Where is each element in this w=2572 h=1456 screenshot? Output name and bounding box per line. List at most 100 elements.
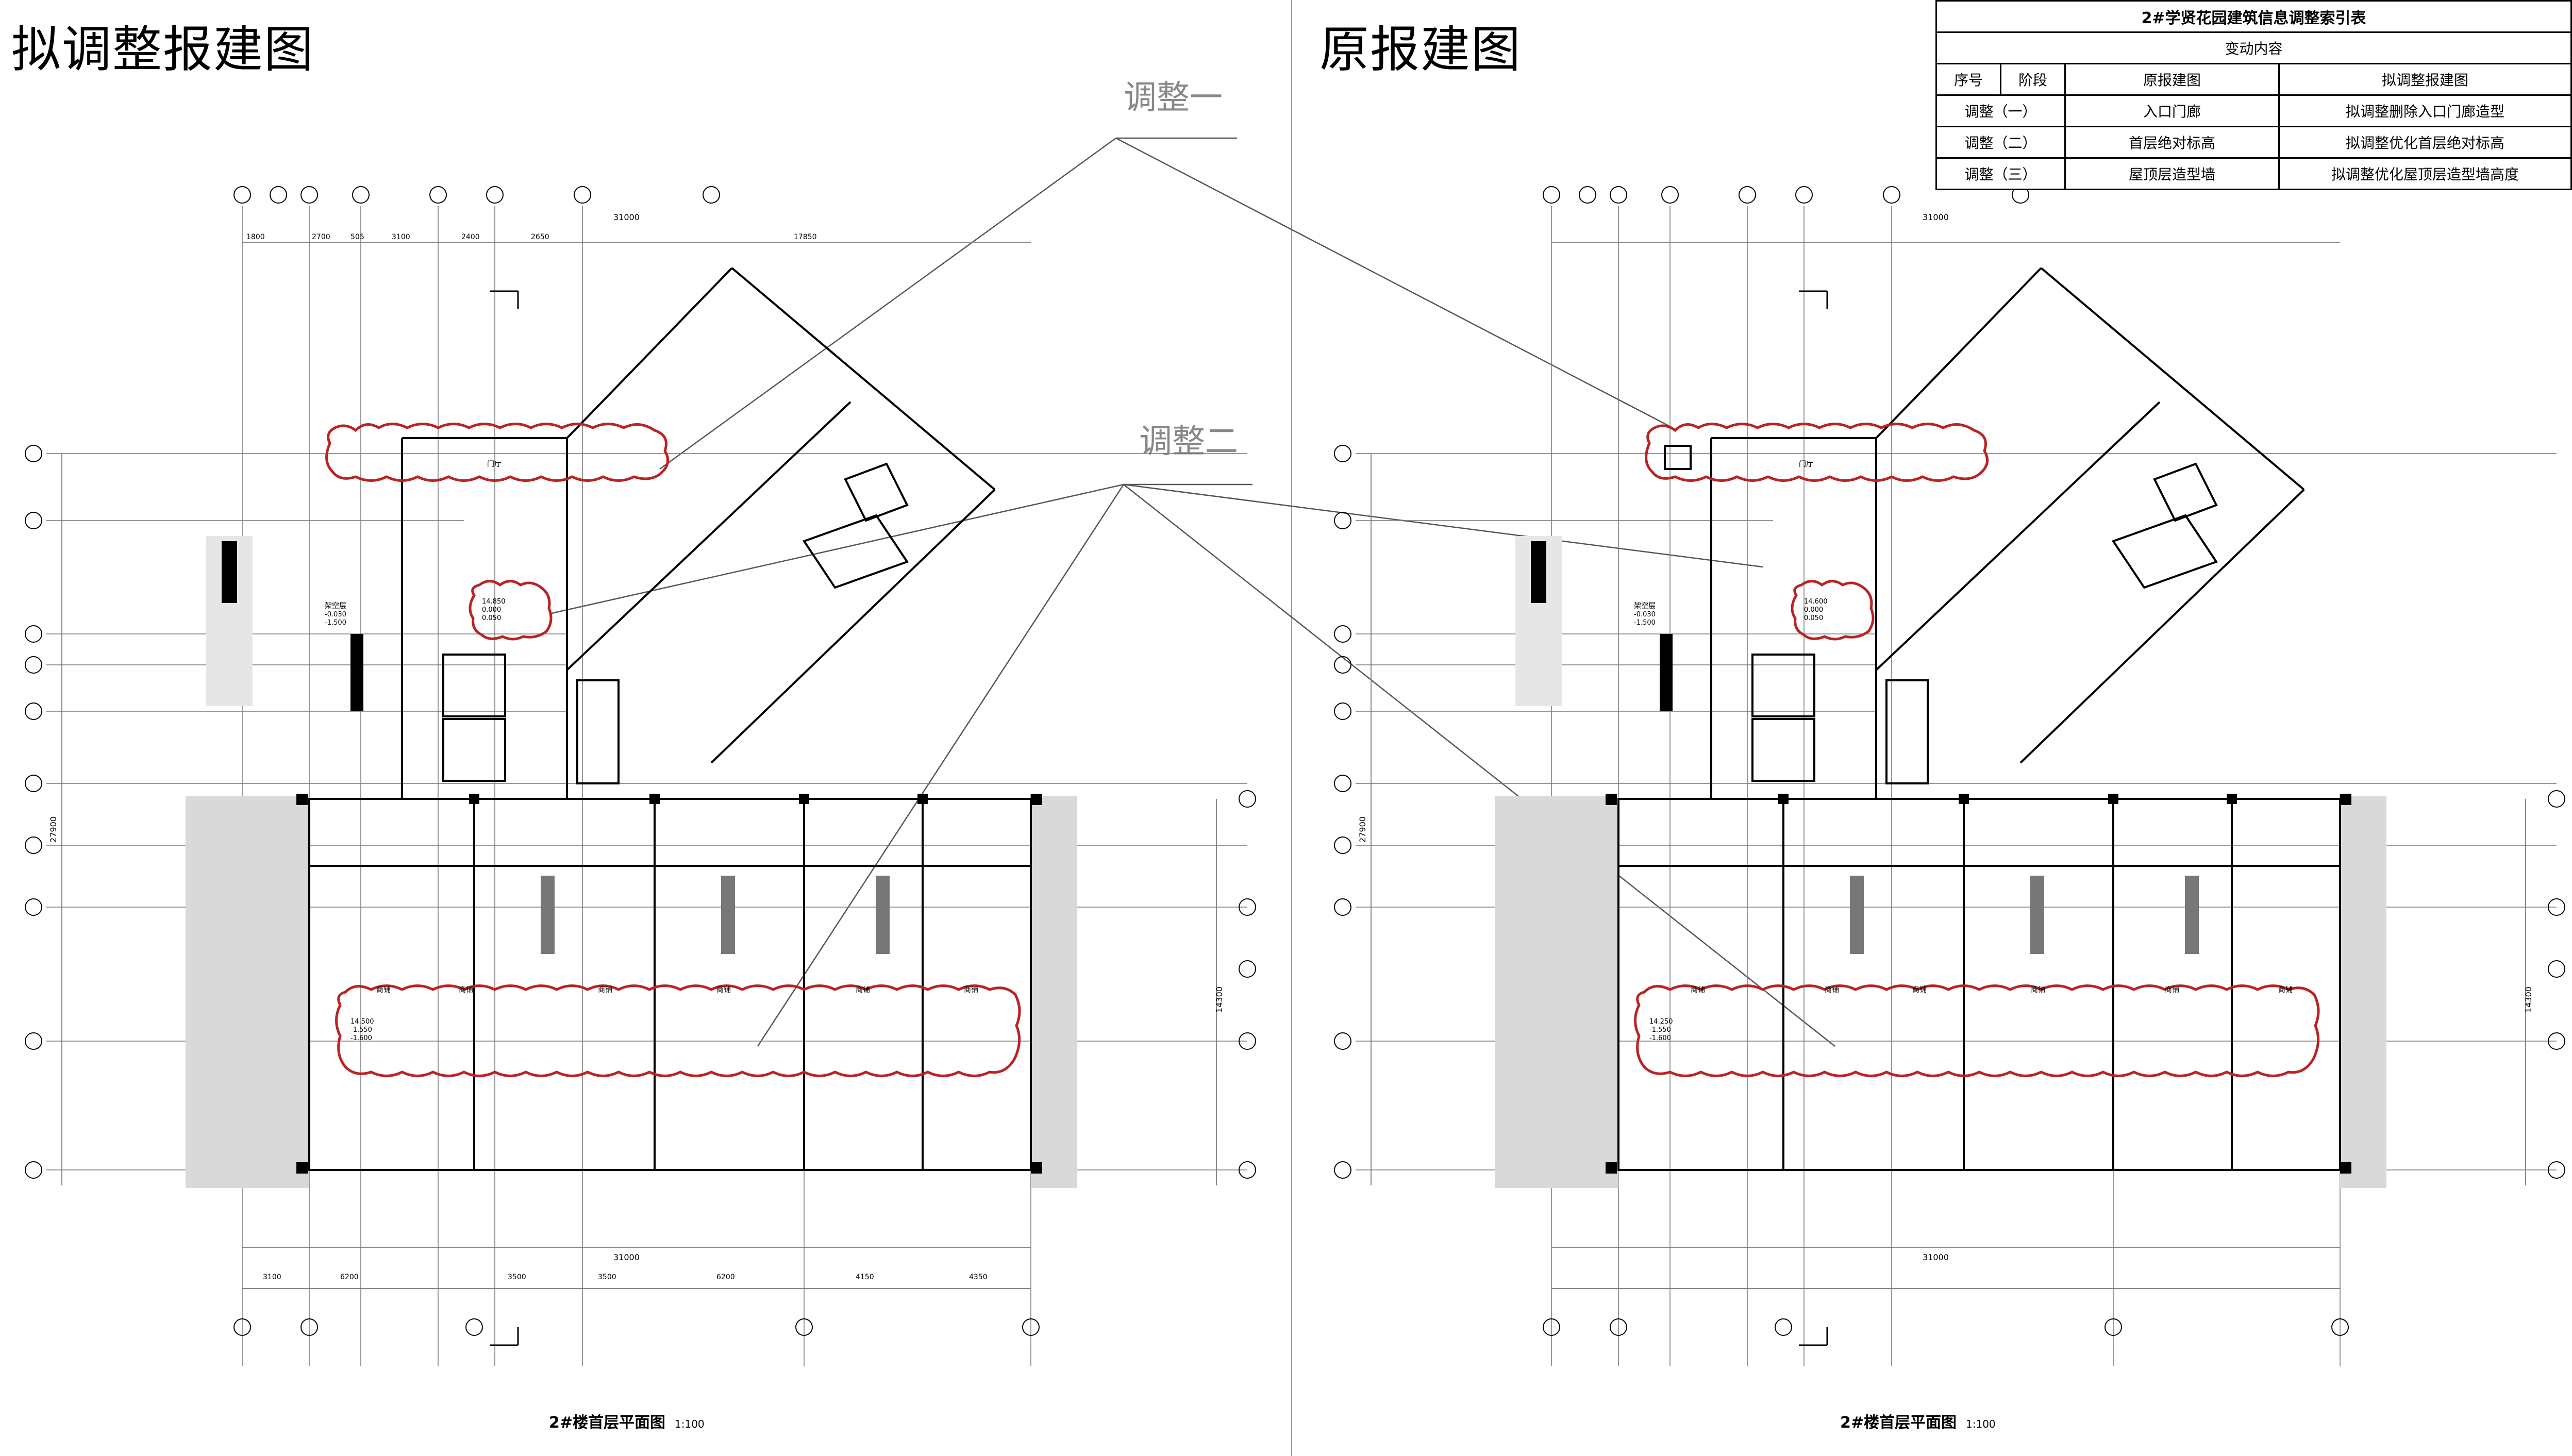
right-shop-label-1: 商铺 — [1691, 986, 1705, 994]
left-title: 拟调整报建图 — [11, 21, 314, 78]
left-top-dims-4: 3100 — [392, 233, 410, 241]
right-dim-total-top: 31000 — [1923, 212, 1949, 222]
left-bottom-dim-4: 3500 — [598, 1273, 616, 1281]
left-plan-caption: 2#楼首层平面图 1:100 — [549, 1410, 705, 1432]
top-dim: 2700 — [312, 233, 330, 241]
table-cell: 调整（一） — [1935, 94, 2066, 127]
caption-text: 2#楼首层平面图 — [1840, 1414, 1957, 1432]
left-bottom-dim-1: 3100 — [263, 1273, 281, 1281]
right-shop-label-6: 商铺 — [2278, 986, 2293, 994]
level-value: 0.050 — [482, 614, 502, 622]
adjustment-index-table: 2#学贤花园建筑信息调整索引表 变动内容 序号 阶段 原报建图 拟调整报建图 调… — [1935, 0, 2572, 190]
table-cell: 首层绝对标高 — [2064, 126, 2280, 159]
right-lobby-label: 门厅 — [1799, 460, 1813, 468]
table-cell: 屋顶层造型墙 — [2064, 157, 2280, 190]
left-overhead-level: -0.030 -1.500 — [325, 611, 346, 627]
left-bottom-dim-5: 6200 — [716, 1273, 735, 1281]
right-shop-label-4: 商铺 — [2031, 986, 2045, 994]
table-header: 阶段 — [2000, 63, 2066, 96]
level-value: -1.550 — [1649, 1026, 1671, 1034]
right-dim-total-left: 27900 — [1357, 816, 1367, 843]
right-shop-level: 14.250 -1.550 -1.600 — [1649, 1018, 1673, 1043]
left-top-dims-6: 2650 — [531, 233, 549, 241]
level-value: 0.050 — [1804, 614, 1824, 622]
left-top-dims-5: 2400 — [461, 233, 480, 241]
table-section: 变动内容 — [1935, 31, 2572, 64]
right-shop-label-5: 商铺 — [2165, 986, 2179, 994]
table-cell: 拟调整优化首层绝对标高 — [2278, 126, 2572, 159]
table-row: 调整（一） 入口门廊 拟调整删除入口门廊造型 — [1935, 94, 2572, 127]
level-value: -1.550 — [350, 1026, 372, 1034]
left-bottom-dim-2: 6200 — [340, 1273, 359, 1281]
level-value: -1.500 — [1634, 619, 1656, 627]
annotation-adjust-1: 调整一 — [1124, 79, 1223, 117]
table-row: 调整（二） 首层绝对标高 拟调整优化首层绝对标高 — [1935, 126, 2572, 159]
right-dim-total-bottom: 31000 — [1923, 1252, 1949, 1262]
left-dim-total-top: 31000 — [613, 212, 640, 222]
table-cell: 调整（三） — [1935, 157, 2066, 190]
divider-line — [1291, 0, 1292, 1456]
level-value: 14.250 — [1649, 1018, 1673, 1026]
level-value: 14.600 — [1804, 598, 1828, 606]
level-value: -0.030 — [325, 611, 346, 618]
level-value: 14.500 — [350, 1018, 374, 1026]
left-shop-label-2: 商铺 — [459, 986, 473, 994]
right-overhead-level: -0.030 -1.500 — [1634, 611, 1656, 627]
left-dim-total-left: 27900 — [48, 816, 58, 843]
right-shop-label-3: 商铺 — [1912, 986, 1927, 994]
left-bottom-dim-7: 4350 — [969, 1273, 988, 1281]
table-cell: 入口门廊 — [2064, 94, 2280, 127]
left-floor-plan — [25, 186, 1256, 1366]
caption-scale: 1:100 — [675, 1418, 705, 1430]
left-top-dims-3: 505 — [350, 233, 364, 241]
right-shop-label-2: 商铺 — [1825, 986, 1839, 994]
left-lobby-level: 14.850 0.000 0.050 — [482, 598, 506, 623]
level-value: -1.500 — [325, 619, 346, 627]
left-lobby-label: 门厅 — [487, 460, 502, 468]
right-dim-total-right: 14300 — [2523, 986, 2533, 1013]
left-top-dims-2: 2700 — [312, 233, 330, 241]
table-cell: 拟调整删除入口门廊造型 — [2278, 94, 2572, 127]
table-cell: 调整（二） — [1935, 126, 2066, 159]
level-value: 0.000 — [1804, 606, 1824, 614]
top-dim: 2650 — [531, 233, 549, 241]
level-value: -0.030 — [1634, 611, 1656, 618]
left-shop-label-3: 商铺 — [598, 986, 612, 994]
top-dim: 17850 — [794, 233, 817, 241]
left-dim-total-bottom: 31000 — [613, 1252, 640, 1262]
table-row: 调整（三） 屋顶层造型墙 拟调整优化屋顶层造型墙高度 — [1935, 157, 2572, 190]
top-dim: 3100 — [392, 233, 410, 241]
level-value: -1.600 — [350, 1034, 372, 1042]
left-bottom-dim-6: 4150 — [856, 1273, 874, 1281]
left-overhead-label: 架空层 — [325, 602, 346, 610]
right-lobby-level: 14.600 0.000 0.050 — [1804, 598, 1828, 623]
right-plan-caption: 2#楼首层平面图 1:100 — [1840, 1410, 1996, 1432]
left-shop-label-5: 商铺 — [856, 986, 870, 994]
left-top-dims-7: 17850 — [794, 233, 817, 241]
level-value: -1.600 — [1649, 1034, 1671, 1042]
left-bottom-dim-3: 3500 — [508, 1273, 526, 1281]
level-value: 14.850 — [482, 598, 506, 606]
caption-scale: 1:100 — [1966, 1418, 1996, 1430]
left-dim-total-right: 14300 — [1214, 986, 1224, 1013]
table-header: 序号 — [1935, 63, 2001, 96]
right-title: 原报建图 — [1320, 21, 1522, 78]
table-header: 拟调整报建图 — [2278, 63, 2572, 96]
table-title: 2#学贤花园建筑信息调整索引表 — [1935, 0, 2572, 33]
level-value: 0.000 — [482, 606, 502, 614]
table-cell: 拟调整优化屋顶层造型墙高度 — [2278, 157, 2572, 190]
left-shop-level: 14.500 -1.550 -1.600 — [350, 1018, 374, 1043]
caption-text: 2#楼首层平面图 — [549, 1414, 666, 1432]
top-dim: 1800 — [246, 233, 265, 241]
right-floor-plan — [1334, 186, 2565, 1366]
left-shop-label-6: 商铺 — [964, 986, 978, 994]
table-header: 原报建图 — [2064, 63, 2280, 96]
top-dim: 2400 — [461, 233, 480, 241]
right-overhead-label: 架空层 — [1634, 602, 1656, 610]
left-top-dims: 1800 — [246, 233, 265, 241]
annotation-adjust-2: 调整二 — [1139, 423, 1238, 461]
left-shop-label-4: 商铺 — [716, 986, 731, 994]
top-dim: 505 — [350, 233, 364, 241]
left-shop-label-1: 商铺 — [376, 986, 391, 994]
